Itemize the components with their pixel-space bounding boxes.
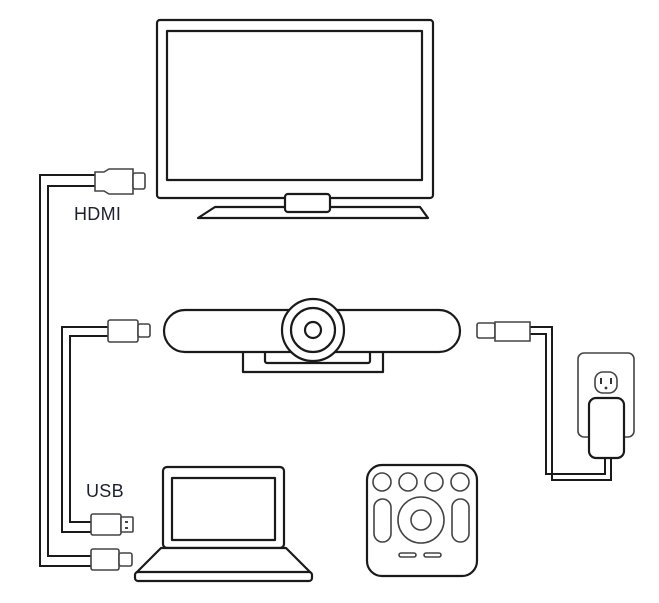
hdmi-cable [39, 168, 146, 571]
usb-label: USB [86, 481, 124, 501]
remote-control [365, 463, 479, 578]
power-cable [476, 321, 612, 481]
power-adapter [587, 396, 626, 460]
conference-camera [162, 297, 462, 374]
usb-cable [61, 319, 151, 536]
tv-display [155, 18, 435, 220]
hdmi-label: HDMI [74, 204, 122, 224]
laptop [133, 465, 314, 583]
